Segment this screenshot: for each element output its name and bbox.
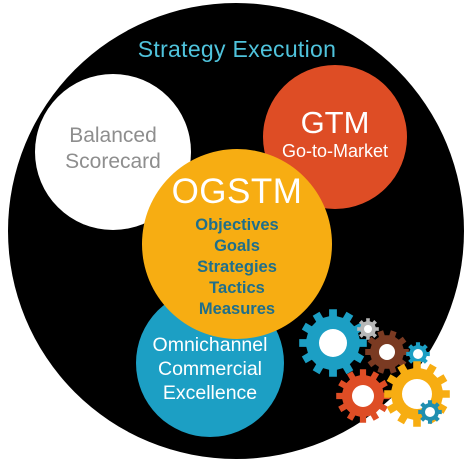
gtm-title: GTM xyxy=(300,105,370,140)
omnichannel-label-line1: Omnichannel xyxy=(152,334,268,356)
ogstm-circle xyxy=(142,149,332,339)
gear-gray-small-hole xyxy=(364,325,372,333)
ogstm-title: OGSTM xyxy=(171,172,303,211)
gear-teal-small-hole xyxy=(425,407,435,417)
gear-blue-large-hole xyxy=(319,329,347,357)
omnichannel-label-line3: Excellence xyxy=(162,382,258,404)
gear-red-hole xyxy=(352,385,374,407)
gear-brown-hole xyxy=(379,344,395,360)
ogstm-item-objectives: Objectives xyxy=(195,216,279,234)
gear-blue-small-hole xyxy=(413,349,423,359)
balanced-scorecard-label-line1: Balanced xyxy=(69,124,157,147)
strategy-execution-title: Strategy Execution xyxy=(137,36,337,62)
gtm-subtitle: Go-to-Market xyxy=(281,141,389,161)
ogstm-item-strategies: Strategies xyxy=(197,258,277,276)
ogstm-item-goals: Goals xyxy=(214,237,260,255)
ogstm-item-measures: Measures xyxy=(198,300,276,318)
omnichannel-label-line2: Commercial xyxy=(157,358,262,380)
balanced-scorecard-circle xyxy=(35,74,191,230)
gear-yellow-hole xyxy=(402,379,432,409)
ogstm-item-tactics: Tactics xyxy=(209,279,265,297)
balanced-scorecard-label-line2: Scorecard xyxy=(65,150,161,173)
gears-icon xyxy=(299,309,450,427)
